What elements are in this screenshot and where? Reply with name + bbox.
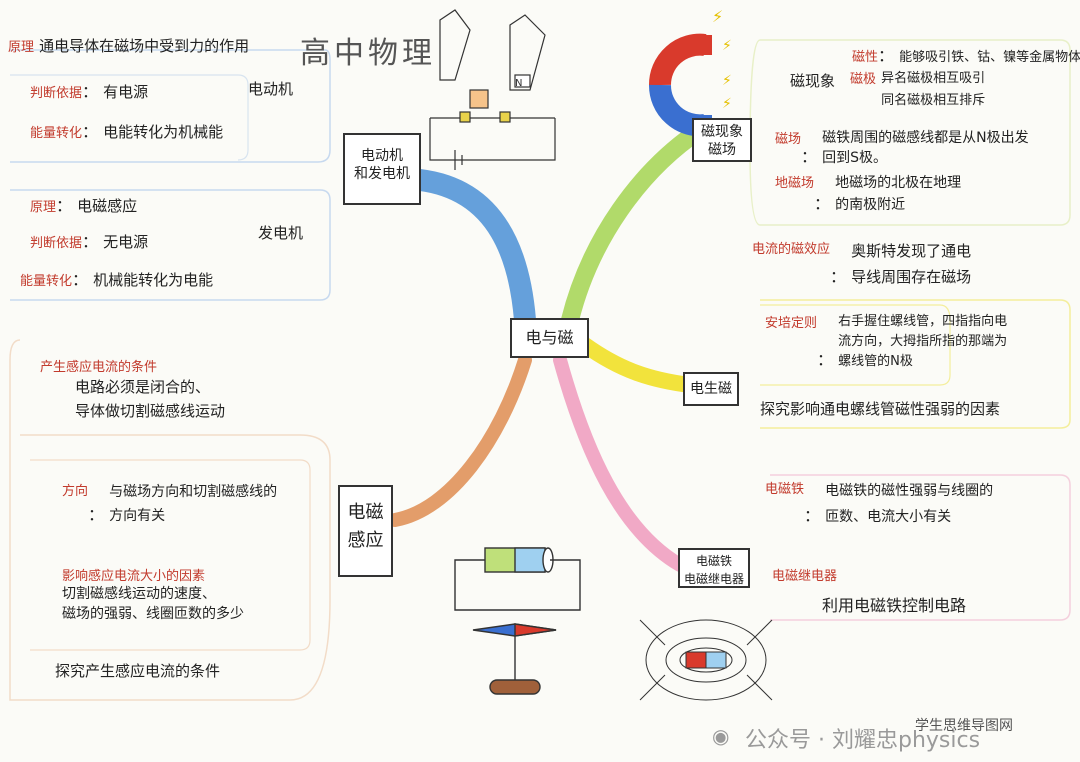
wechat-icon: ◉ bbox=[712, 724, 730, 748]
motor-apparatus-icon bbox=[429, 9, 556, 170]
magnet-group-label: 磁现象 bbox=[790, 72, 836, 90]
induction-explore: 探究产生感应电流的条件 bbox=[55, 662, 221, 680]
magnet-item-2: 磁场： 磁铁周围的磁感线都是从N极出发 回到S极。 bbox=[775, 130, 1029, 166]
current-explore: 探究影响通电螺线管磁性强弱的因素 bbox=[760, 400, 1001, 418]
svg-text:⚡: ⚡ bbox=[722, 38, 732, 54]
branch-electromagnet bbox=[553, 353, 687, 572]
bracket-current-inner bbox=[760, 304, 951, 386]
bracket-electromagnet bbox=[770, 474, 1071, 621]
gen-item-1: 判断依据： 无电源 bbox=[30, 232, 149, 251]
motor-item-2: 能量转化： 电能转化为机械能 bbox=[30, 122, 224, 141]
node-induction: 电磁 感应 bbox=[338, 485, 393, 577]
watermark-account: 公众号 · 刘耀忠physics bbox=[745, 728, 981, 753]
bracket-induction-2 bbox=[30, 459, 311, 651]
branch-induction bbox=[388, 353, 532, 527]
branch-current-field bbox=[577, 337, 698, 393]
bracket-motor bbox=[10, 49, 331, 163]
node-current-field: 电生磁 bbox=[683, 372, 739, 406]
svg-text:⚡: ⚡ bbox=[712, 7, 723, 26]
bracket-motor-inner bbox=[10, 74, 249, 161]
node-motor-generator: 电动机 和发电机 bbox=[343, 133, 421, 205]
node-electromagnet: 电磁铁 电磁继电器 bbox=[678, 548, 750, 588]
bracket-gen bbox=[10, 189, 331, 301]
bracket-induction bbox=[9, 339, 331, 701]
magnet-item-3: 地磁场： 地磁场的北极在地理 的南极附近 bbox=[775, 175, 962, 213]
motor-item-1: 判断依据： 有电源 bbox=[30, 82, 149, 101]
gen-item-2: 能量转化： 机械能转化为电能 bbox=[20, 270, 214, 289]
page-title: 高中物理 bbox=[300, 36, 436, 71]
induction-apparatus-icon bbox=[454, 547, 581, 695]
watermark-corner: 学生思维导图网 bbox=[915, 718, 1013, 734]
magnet-n-label: N bbox=[515, 78, 522, 89]
field-lines-icon bbox=[639, 619, 773, 701]
induction-cond: 产生感应电流的条件 电路必须是闭合的、 导体做切割磁感线运动 bbox=[40, 360, 226, 420]
magnet-item-0: 磁性： 能够吸引铁、钴、镍等金属物体 bbox=[852, 46, 1080, 65]
branch-magnetism bbox=[561, 121, 709, 329]
horseshoe-magnet-icon: ⚡ ⚡ ⚡ ⚡ bbox=[648, 7, 732, 137]
motor-item-0: 原理 通电导体在磁场中受到力的作用 bbox=[8, 37, 250, 55]
bracket-magnet bbox=[749, 39, 1071, 226]
branch-motor bbox=[409, 169, 536, 331]
oersted-item: 电流的磁效应： 奥斯特发现了通电 导线周围存在磁场 bbox=[752, 242, 972, 286]
node-magnetism: 磁现象 磁场 bbox=[692, 118, 752, 162]
induction-dir: 方向： 与磁场方向和切割磁感线的 方向有关 bbox=[62, 484, 278, 524]
center-node: 电与磁 bbox=[510, 318, 589, 358]
relay-item: 电磁继电器 利用电磁铁控制电路 bbox=[772, 569, 967, 615]
magnet-item-1: 磁极 异名磁极相互吸引 同名磁极相互排斥 bbox=[850, 71, 986, 108]
motor-label: 电动机 bbox=[248, 80, 294, 98]
em-item: 电磁铁： 电磁铁的磁性强弱与线圈的 匝数、电流大小有关 bbox=[765, 482, 994, 525]
gen-item-0: 原理： 电磁感应 bbox=[30, 196, 138, 215]
ampere-item: 安培定则： 右手握住螺线管，四指指向电 流方向，大拇指所指的那端为 螺线管的N极 bbox=[765, 314, 1008, 369]
gen-label: 发电机 bbox=[258, 224, 304, 242]
svg-text:⚡: ⚡ bbox=[722, 73, 732, 89]
induction-factor: 影响感应电流大小的因素 切割磁感线运动的速度、 磁场的强弱、线圈匝数的多少 bbox=[62, 569, 244, 622]
bracket-current bbox=[760, 299, 1071, 429]
svg-text:⚡: ⚡ bbox=[722, 96, 732, 112]
